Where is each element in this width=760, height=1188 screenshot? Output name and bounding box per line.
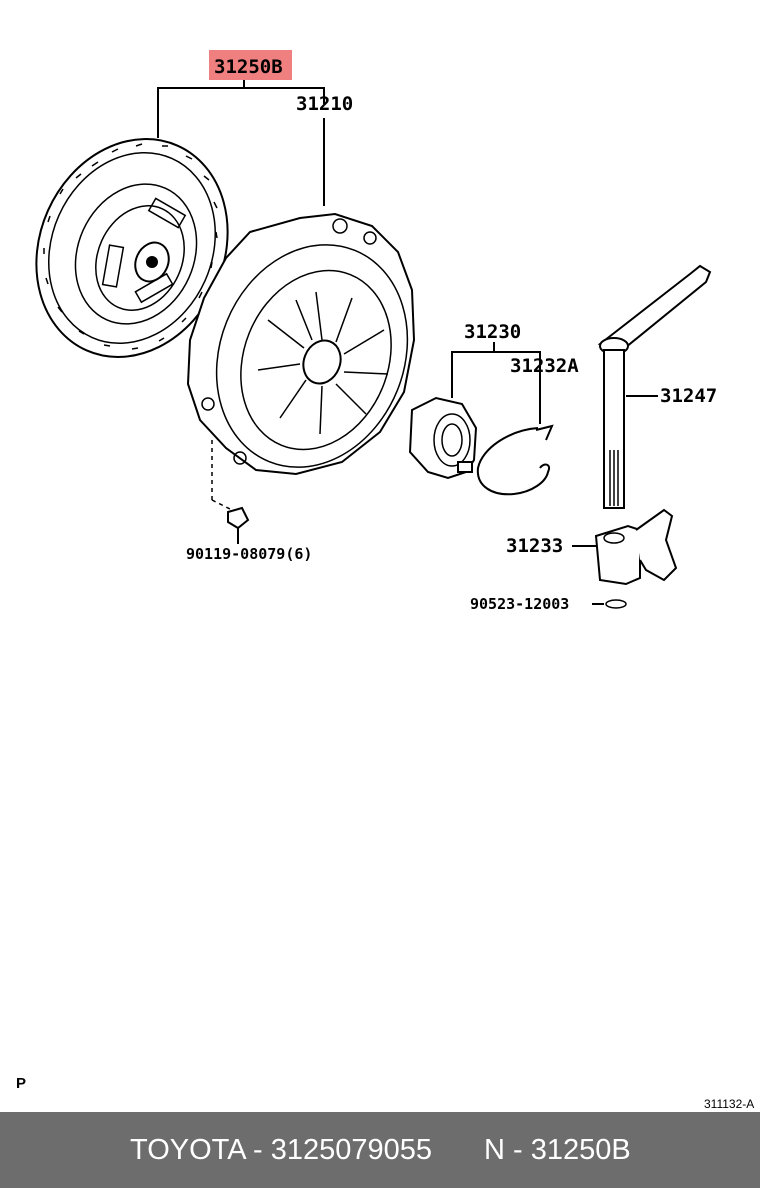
clutch-cover	[186, 212, 416, 476]
label-31250B: 31250B	[214, 56, 283, 78]
label-90523-12003: 90523-12003	[470, 595, 569, 613]
label-31210: 31210	[296, 93, 353, 115]
highlight-31250B	[209, 50, 292, 80]
label-31247: 31247	[660, 385, 717, 407]
label-90119-08079: 90119-08079(6)	[186, 545, 312, 563]
fork-shaft	[597, 264, 712, 509]
washer	[605, 599, 627, 609]
label-31230: 31230	[464, 321, 521, 343]
label-31233: 31233	[506, 535, 563, 557]
release-bearing	[408, 396, 478, 480]
footer-brand-part-number: TOYOTA - 3125079055	[130, 1134, 433, 1166]
release-clip	[476, 424, 554, 496]
reference-code: 311132-A	[704, 1097, 754, 1110]
leader-lines	[157, 80, 658, 605]
label-31232A: 31232A	[510, 355, 579, 377]
part-labels: 31250B 31210 31230 31232A 31247 31233 90…	[16, 50, 754, 1110]
footer-bar: TOYOTA - 3125079055 N - 31250B	[0, 1112, 760, 1188]
bolt	[227, 506, 250, 530]
release-fork	[594, 508, 678, 586]
parts-diagram: 31250B 31210 31230 31232A 31247 31233 90…	[16, 50, 754, 1110]
footer-diagram-number: N - 31250B	[484, 1134, 631, 1166]
p-mark: P	[16, 1075, 26, 1092]
